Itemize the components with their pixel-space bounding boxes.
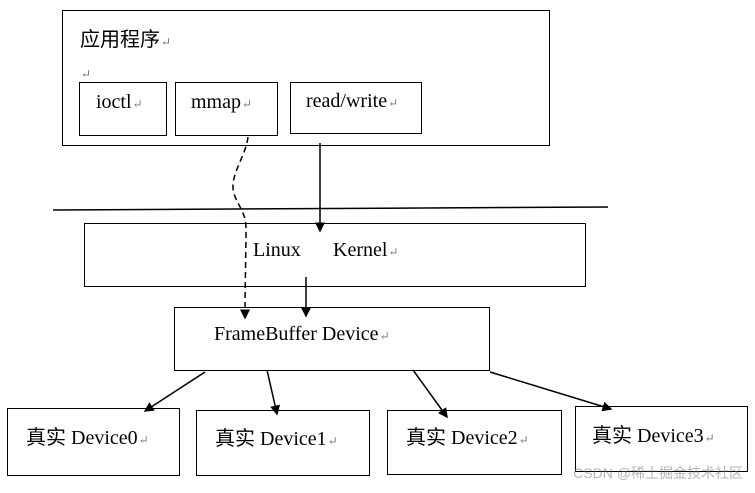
framebuffer-to-device1-arrow [266, 369, 280, 416]
ioctl-text: ioctl [96, 91, 132, 113]
device3-label: 真实 Device3↵ [592, 426, 715, 446]
paragraph-mark-icon: ↵ [388, 245, 399, 259]
paragraph-mark-icon: ↵ [379, 329, 390, 343]
device0-text: 真实 Device0 [26, 427, 138, 449]
mmap-label: mmap↵ [191, 92, 252, 112]
paragraph-mark-icon: ↵ [242, 97, 253, 111]
application-title-text: 应用程序 [80, 29, 160, 51]
kernel-label-right: Kernel↵ [333, 240, 398, 260]
device2-box [387, 410, 562, 475]
device3-text: 真实 Device3 [592, 425, 704, 447]
paragraph-mark-icon: ↵ [327, 434, 338, 448]
paragraph-mark-icon: ↵ [161, 35, 172, 49]
device2-text: 真实 Device2 [406, 427, 518, 449]
framebuffer-label: FrameBuffer Device↵ [214, 324, 390, 344]
framebuffer-to-device0-arrow [143, 371, 206, 412]
device2-label: 真实 Device2↵ [406, 428, 529, 448]
paragraph-mark-icon: ↵ [388, 96, 399, 110]
mmap-box [175, 82, 278, 136]
device1-label: 真实 Device1↵ [215, 429, 338, 449]
kernel-linux-text: Linux [253, 239, 301, 261]
read-write-box [290, 82, 422, 134]
device1-text: 真实 Device1 [215, 428, 327, 450]
device0-box [7, 408, 180, 476]
device0-label: 真实 Device0↵ [26, 428, 149, 448]
device3-box [575, 406, 748, 472]
kernel-box [84, 223, 586, 287]
device1-box [196, 410, 370, 476]
ioctl-label: ioctl↵ [96, 92, 143, 112]
read-write-text: read/write [306, 90, 388, 112]
framebuffer-box [174, 307, 490, 371]
paragraph-mark-icon: ↵ [138, 433, 149, 447]
ioctl-box [79, 82, 167, 136]
application-title: 应用程序↵ [80, 30, 171, 50]
mmap-text: mmap [191, 91, 241, 113]
paragraph-mark-icon: ↵ [518, 433, 529, 447]
user-kernel-separator-line [52, 206, 609, 211]
framebuffer-text: FrameBuffer Device [214, 323, 379, 345]
framebuffer-to-device3-arrow [489, 371, 613, 412]
paragraph-mark-icon: ↵ [132, 97, 143, 111]
paragraph-mark-icon: ↵ [80, 68, 91, 80]
kernel-kernel-text: Kernel [333, 239, 388, 261]
paragraph-mark-text: ↵ [81, 67, 92, 81]
read-write-label: read/write↵ [306, 91, 398, 111]
kernel-label-left: Linux [253, 240, 301, 260]
paragraph-mark-icon: ↵ [704, 431, 715, 445]
watermark-text: CSDN @稀土掘金技术社区 [573, 465, 743, 481]
